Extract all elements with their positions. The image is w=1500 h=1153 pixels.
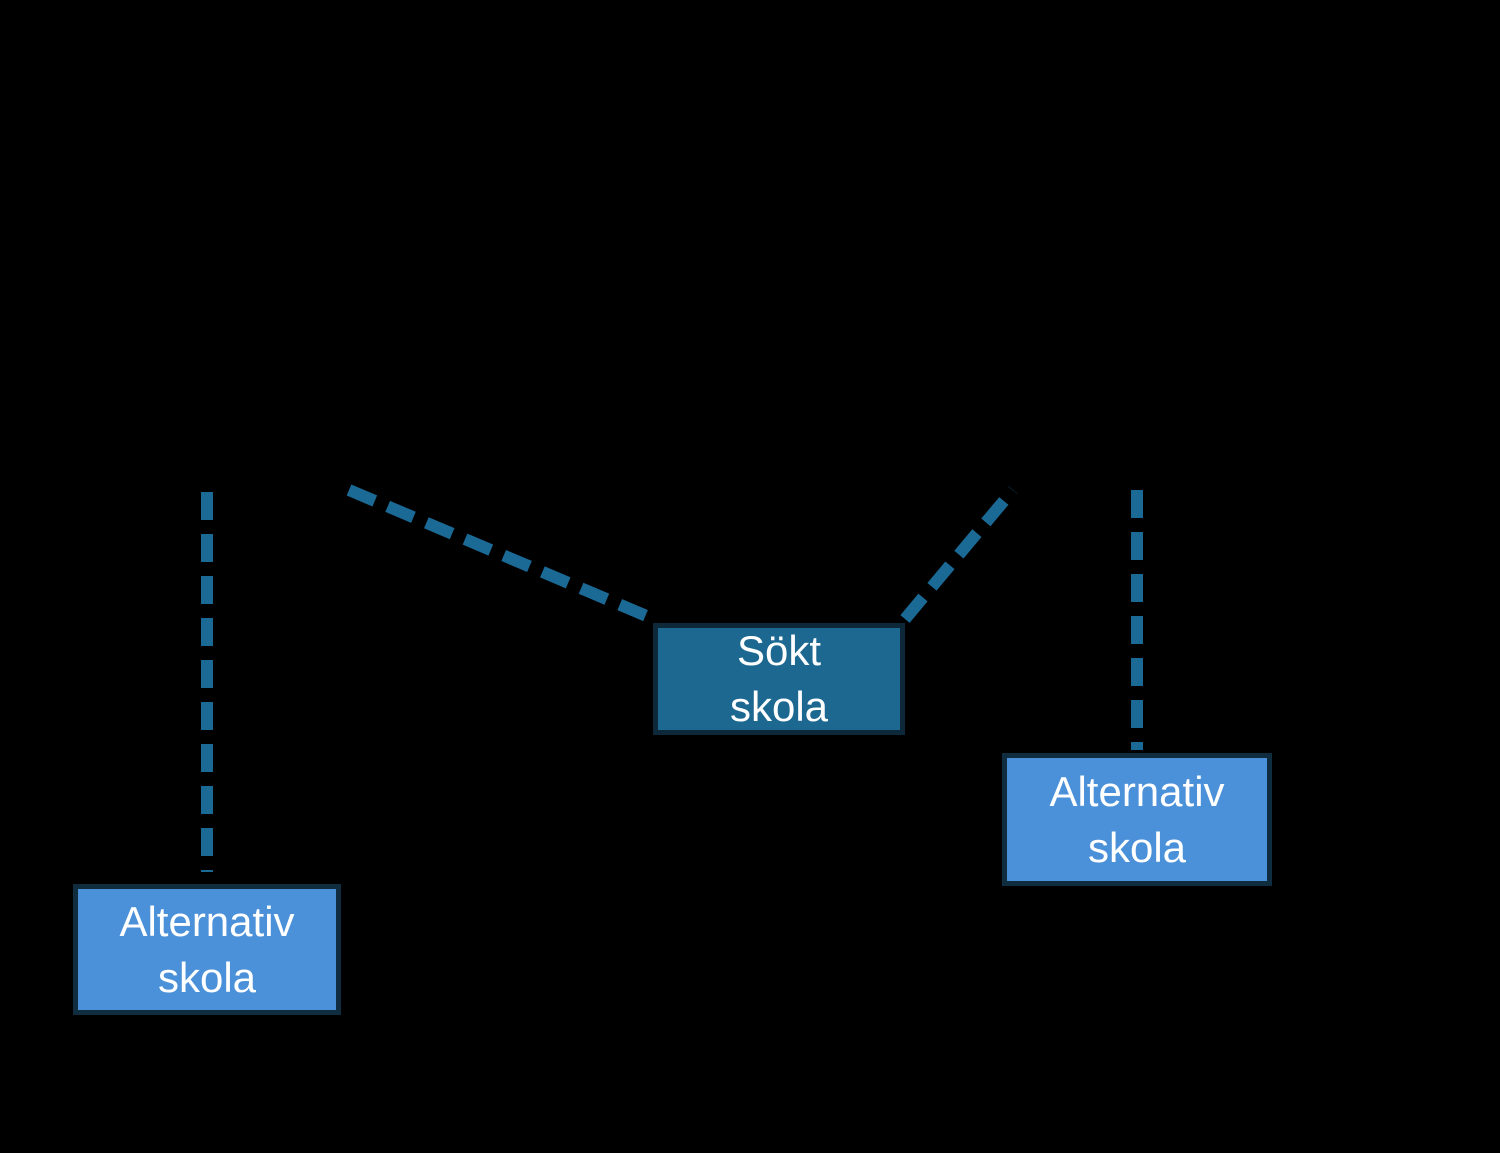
node-label-line2: skola: [157, 953, 257, 1001]
node-label-line1: Sökt: [736, 627, 822, 674]
node-label-line2: skola: [1087, 823, 1187, 871]
node-alternativ-skola-left: Alternativ skola: [73, 884, 341, 1015]
node-label-line2: skola: [729, 683, 829, 730]
node-alternativ-skola-right: Alternativ skola: [1002, 753, 1272, 886]
connector-to-sokt-left: [346, 484, 659, 626]
connector-from-sokt-right: [900, 486, 1018, 623]
node-label-line1: Alternativ: [1049, 767, 1225, 815]
node-label-line1: Alternativ: [119, 897, 295, 945]
node-sokt-skola: Sökt skola: [653, 623, 905, 735]
